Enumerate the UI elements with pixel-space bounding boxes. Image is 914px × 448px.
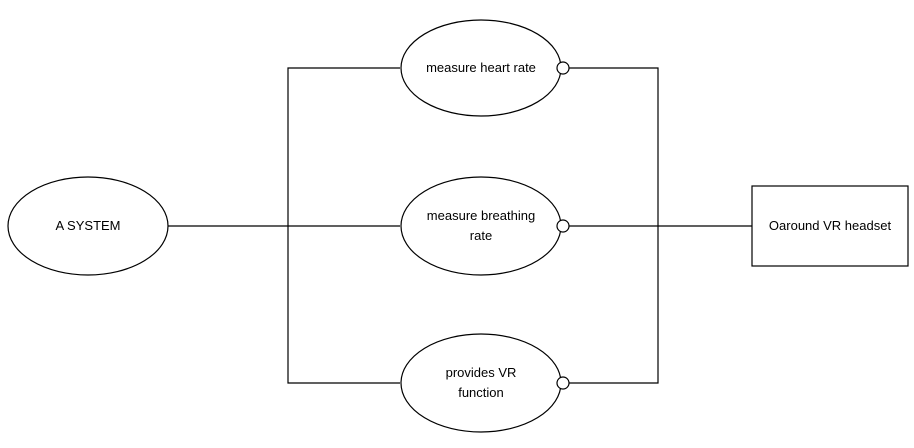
headset-label: Oaround VR headset (769, 218, 892, 233)
vr-function-label-line1: provides VR (446, 365, 517, 380)
system-ellipse (7, 176, 169, 276)
breathing-rate-ellipse (400, 176, 562, 276)
headset-box (751, 185, 909, 267)
heart-rate-port-circle (556, 61, 570, 75)
breathing-rate-port-circle (556, 219, 570, 233)
edge-vr-headset (569, 226, 659, 384)
node-measure-breathing-rate[interactable]: measure breathing rate (400, 176, 562, 276)
node-vr-headset[interactable]: Oaround VR headset (751, 185, 909, 267)
edge-heart-headset (569, 67, 659, 226)
heart-rate-label: measure heart rate (426, 60, 536, 75)
node-a-system[interactable]: A SYSTEM (7, 176, 169, 276)
edge-system-vr (287, 226, 400, 384)
edge-system-heart (287, 67, 400, 226)
headset-connectors (569, 67, 752, 384)
vr-function-label-line2: function (458, 385, 504, 400)
node-measure-heart-rate[interactable]: measure heart rate (400, 19, 562, 117)
system-connectors (168, 67, 400, 384)
breathing-rate-label-line2: rate (470, 228, 492, 243)
vr-function-ellipse (400, 333, 562, 433)
vr-function-port-circle (556, 376, 570, 390)
system-label: A SYSTEM (55, 218, 120, 233)
node-provides-vr-function[interactable]: provides VR function (400, 333, 562, 433)
breathing-rate-label-line1: measure breathing (427, 208, 535, 223)
